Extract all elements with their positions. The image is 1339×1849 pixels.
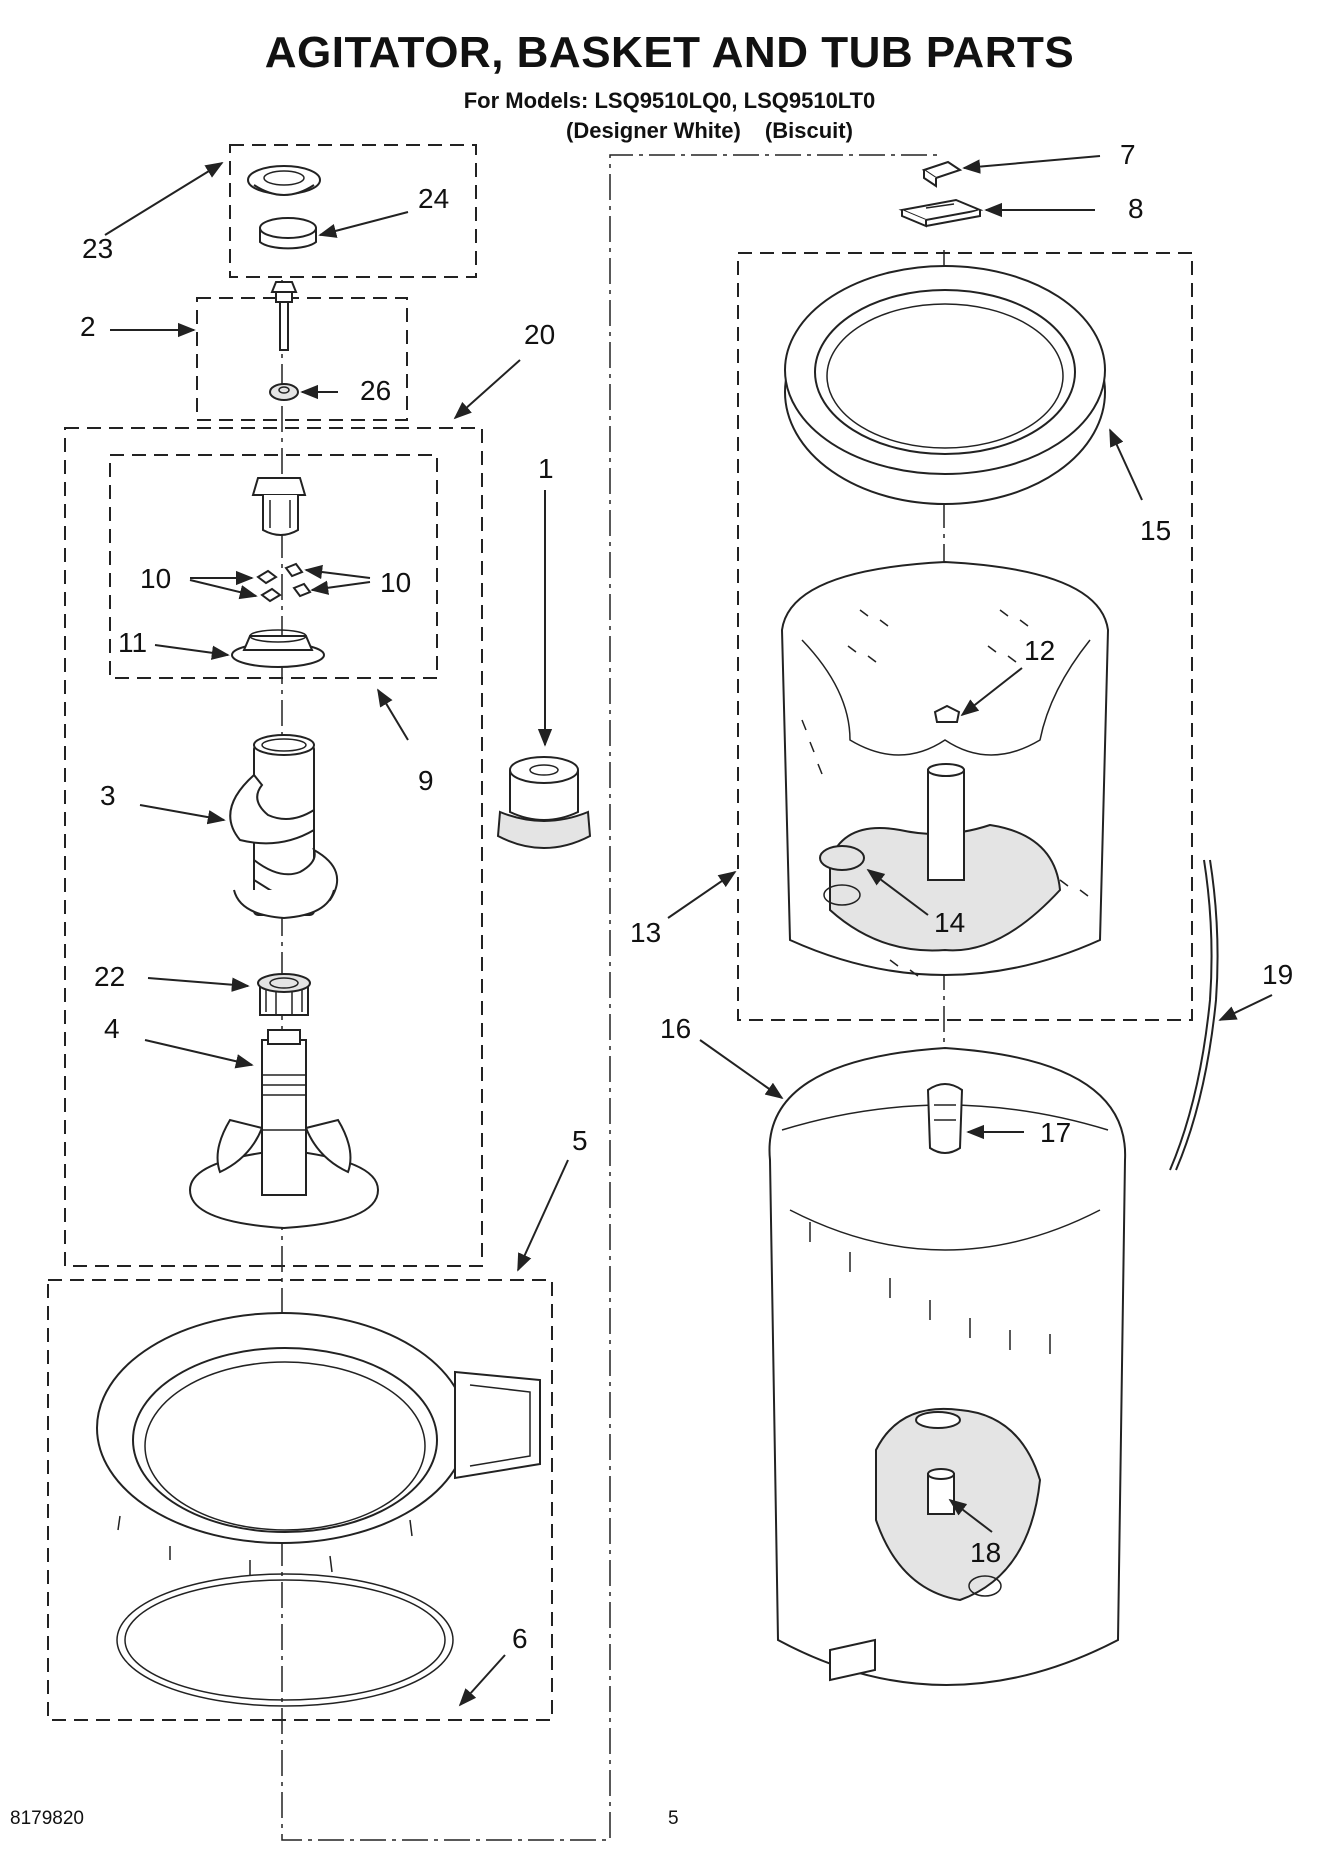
callout-5: 5 <box>572 1125 588 1156</box>
wash-basket-part <box>780 560 1110 977</box>
callout-1: 1 <box>538 453 554 484</box>
leader-14 <box>866 868 929 916</box>
agitator-cam-part <box>251 477 307 536</box>
group-box-23-24 <box>229 144 477 278</box>
leader-5 <box>517 1159 569 1272</box>
leader-22 <box>147 977 250 992</box>
leader-18 <box>948 1498 993 1533</box>
drive-bell-part <box>257 973 311 1016</box>
page-number: 5 <box>668 1808 679 1829</box>
outer-tub-part <box>768 1046 1127 1686</box>
leader-7 <box>962 155 1101 174</box>
variant-designer-white: (Designer White) <box>566 118 741 143</box>
leader-12 <box>960 667 1023 717</box>
group-box-9 <box>109 454 438 679</box>
callout-23: 23 <box>82 233 113 264</box>
leader-15 <box>1109 428 1143 501</box>
callout-15: 15 <box>1140 515 1171 546</box>
leader-11 <box>154 644 230 660</box>
tub-ring-part <box>96 1312 541 1576</box>
leader-10a-2 <box>189 579 258 600</box>
balance-ring-part <box>784 265 1106 505</box>
variant-biscuit: (Biscuit) <box>764 118 853 143</box>
callout-24: 24 <box>418 183 449 214</box>
callout-22: 22 <box>94 961 125 992</box>
leader-10b-2 <box>310 580 371 595</box>
drain-hose-part <box>1169 859 1213 1171</box>
tub-ring-seal-part <box>116 1573 454 1707</box>
group-box-5 <box>47 1279 553 1721</box>
page-title: AGITATOR, BASKET AND TUB PARTS <box>264 28 1075 77</box>
tub-seal-part <box>496 756 592 849</box>
callout-13: 13 <box>630 917 661 948</box>
callout-2: 2 <box>80 311 96 342</box>
callout-3: 3 <box>100 780 116 811</box>
spin-tube-nut-part <box>921 160 963 188</box>
leader-10b-1 <box>304 564 371 580</box>
leader-20 <box>453 359 521 420</box>
washer-part <box>269 383 299 401</box>
leader-24 <box>318 211 409 238</box>
tub-bearing-part <box>926 1083 964 1154</box>
cam-retainer-part <box>231 629 325 668</box>
callout-7: 7 <box>1120 139 1136 170</box>
callout-26: 26 <box>360 375 391 406</box>
callout-16: 16 <box>660 1013 691 1044</box>
callout-4: 4 <box>104 1013 120 1044</box>
callout-19: 19 <box>1262 959 1293 990</box>
leader-6 <box>458 1654 506 1707</box>
agitator-bolt-part <box>270 281 298 351</box>
callout-8: 8 <box>1128 193 1144 224</box>
callout-9: 9 <box>418 765 434 796</box>
leader-13 <box>667 870 737 919</box>
agitator-auger-part <box>229 734 339 920</box>
cap-seal-ring-part <box>259 217 317 250</box>
basket-drive-plate-part <box>898 198 984 228</box>
callout-20: 20 <box>524 319 555 350</box>
agitator-base-part <box>188 1029 380 1230</box>
leader-9 <box>377 688 409 741</box>
cam-dog-parts <box>256 562 312 603</box>
leader-4 <box>144 1039 254 1069</box>
callout-17: 17 <box>1040 1117 1071 1148</box>
leader-19 <box>1218 994 1273 1021</box>
leader-3 <box>139 804 226 825</box>
callout-14: 14 <box>934 907 965 938</box>
leader-16 <box>699 1039 784 1100</box>
callout-10-right: 10 <box>380 567 411 598</box>
document-number: 8179820 <box>10 1808 84 1829</box>
drain-hose-part-edge <box>1175 859 1219 1171</box>
leader-23 <box>104 162 224 236</box>
callout-10-left: 10 <box>140 563 171 594</box>
agitator-cap-part <box>247 165 321 196</box>
model-variants: (Designer White) (Biscuit) <box>566 118 853 144</box>
callout-6: 6 <box>512 1623 528 1654</box>
models-line: For Models: LSQ9510LQ0, LSQ9510LT0 <box>463 88 876 113</box>
callout-12: 12 <box>1024 635 1055 666</box>
callout-18: 18 <box>970 1537 1001 1568</box>
group-box-2-26 <box>196 297 408 421</box>
callout-11: 11 <box>118 627 147 658</box>
group-box-13 <box>737 252 1193 1021</box>
group-box-20 <box>64 427 483 1267</box>
